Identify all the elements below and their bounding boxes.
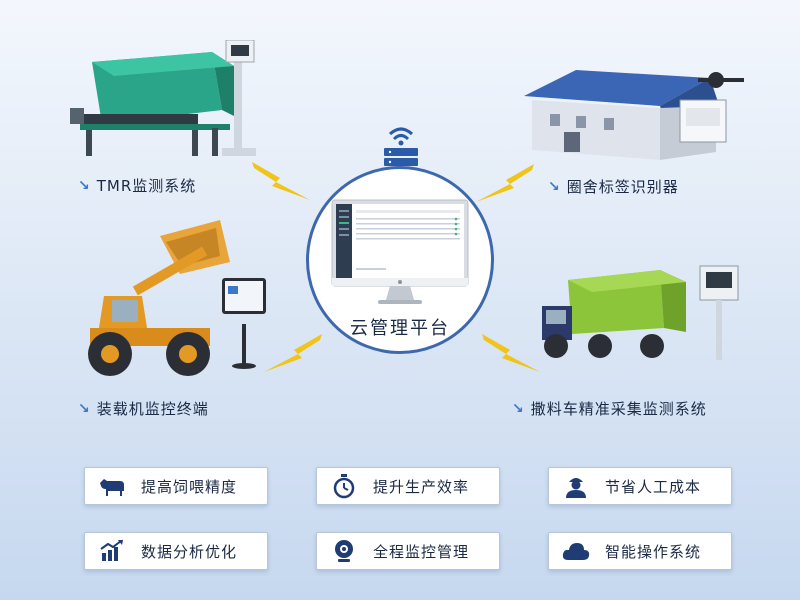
cloud-icon bbox=[561, 536, 591, 566]
chart-icon bbox=[97, 536, 127, 566]
platform-title: 云管理平台 bbox=[350, 318, 450, 339]
wheel-loader-image bbox=[88, 220, 266, 376]
arrow-icon: ↘ bbox=[548, 178, 561, 195]
node-label-loader: ↘ 装载机监控终端 bbox=[78, 400, 209, 418]
lightning-bolt-icon bbox=[264, 334, 322, 372]
worker-icon bbox=[561, 471, 591, 501]
node-label-pen: ↘ 圈舍标签识别器 bbox=[548, 178, 679, 196]
barn-building-image bbox=[524, 70, 744, 160]
feature-box-monitoring: 全程监控管理 bbox=[316, 532, 500, 570]
feature-box-efficiency: 提升生产效率 bbox=[316, 467, 500, 505]
arrow-icon: ↘ bbox=[512, 400, 525, 417]
feature-box-smart-system: 智能操作系统 bbox=[548, 532, 732, 570]
lightning-bolt-icon bbox=[252, 162, 310, 200]
lightning-bolt-icon bbox=[476, 164, 534, 202]
spreader-truck-image bbox=[542, 265, 739, 360]
monitor-dashboard-icon bbox=[331, 199, 469, 304]
stopwatch-icon bbox=[329, 471, 359, 501]
arrow-icon: ↘ bbox=[78, 177, 91, 194]
arrow-icon: ↘ bbox=[78, 400, 91, 417]
router-wifi-icon bbox=[384, 127, 418, 166]
feature-box-data-analysis: 数据分析优化 bbox=[84, 532, 268, 570]
webcam-icon bbox=[329, 536, 359, 566]
tmr-mixer-image bbox=[70, 40, 256, 156]
lightning-bolt-icon bbox=[482, 334, 540, 372]
cow-icon bbox=[97, 471, 127, 501]
feature-box-feeding-precision: 提高饲喂精度 bbox=[84, 467, 268, 505]
node-label-tmr: ↘ TMR监测系统 bbox=[78, 177, 197, 195]
node-label-spreader: ↘ 撒料车精准采集监测系统 bbox=[512, 400, 707, 418]
feature-box-labor-cost: 节省人工成本 bbox=[548, 467, 732, 505]
